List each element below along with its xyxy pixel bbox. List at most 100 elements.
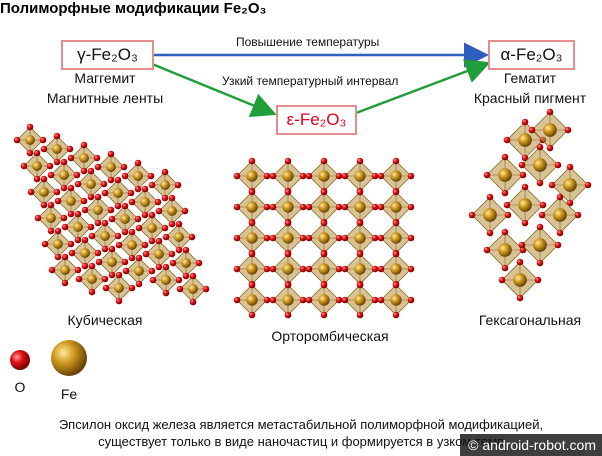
- oxygen-atom: [74, 210, 82, 218]
- oxygen-atom: [94, 193, 102, 201]
- iron-atom: [52, 144, 62, 154]
- alpha-phase-box: α-Fe₂O₃: [488, 40, 575, 70]
- legend-oxygen-atom: [10, 350, 30, 370]
- oxygen-atom: [407, 234, 415, 242]
- oxygen-atom: [34, 214, 42, 222]
- oxygen-atom: [356, 281, 364, 289]
- oxygen-atom: [175, 276, 183, 284]
- oxygen-atom: [134, 215, 142, 223]
- diagram-title: Полиморфные модификации Fe₂O₃: [0, 0, 267, 17]
- oxygen-atom: [87, 193, 95, 201]
- oxygen-atom: [468, 211, 476, 219]
- oxygen-atom: [114, 202, 122, 210]
- oxygen-atom: [88, 288, 96, 296]
- oxygen-atom: [54, 253, 62, 261]
- oxygen-atom: [67, 240, 75, 248]
- oxygen-atom: [47, 227, 55, 235]
- oxygen-atom: [269, 296, 277, 304]
- oxygen-atom: [13, 136, 21, 144]
- oxygen-atom: [100, 180, 108, 188]
- oxygen-atom: [483, 246, 491, 254]
- iron-atom: [563, 178, 577, 192]
- oxygen-atom: [176, 285, 184, 293]
- oxygen-atom: [501, 153, 509, 161]
- oxygen-atom: [107, 206, 115, 214]
- oxygen-atom: [162, 289, 170, 297]
- oxygen-atom: [269, 172, 277, 180]
- oxygen-atom: [371, 265, 379, 273]
- oxygen-atom: [161, 168, 169, 176]
- iron-atom: [59, 170, 69, 180]
- oxygen-atom: [108, 271, 116, 279]
- oxygen-atom: [233, 265, 241, 273]
- oxygen-atom: [546, 144, 554, 152]
- iron-atom: [354, 232, 366, 244]
- oxygen-atom: [94, 163, 102, 171]
- oxygen-atom: [269, 265, 277, 273]
- oxygen-atom: [88, 262, 96, 270]
- oxygen-atom: [534, 276, 542, 284]
- oxygen-atom: [284, 188, 292, 196]
- oxygen-atom: [128, 284, 136, 292]
- oxygen-atom: [356, 157, 364, 165]
- oxygen-atom: [135, 280, 143, 288]
- oxygen-atom: [188, 233, 196, 241]
- oxygen-atom: [407, 265, 415, 273]
- oxygen-atom: [26, 123, 34, 131]
- oxygen-atom: [121, 202, 129, 210]
- iron-atom: [39, 187, 49, 197]
- iron-atom: [354, 170, 366, 182]
- gamma-application: Магнитные ленты: [46, 90, 164, 106]
- gamma-phase-box: γ-Fe₂O₃: [61, 40, 154, 70]
- oxygen-atom: [121, 172, 129, 180]
- oxygen-atom: [174, 181, 182, 189]
- oxygen-atom: [248, 157, 256, 165]
- oxygen-atom: [66, 145, 74, 153]
- oxygen-atom: [101, 219, 109, 227]
- oxygen-atom: [81, 206, 89, 214]
- iron-atom: [25, 135, 35, 145]
- oxygen-atom: [182, 272, 190, 280]
- oxygen-atom: [536, 179, 544, 187]
- oxygen-atom: [60, 158, 68, 166]
- oxygen-atom: [40, 145, 48, 153]
- iron-atom: [318, 232, 330, 244]
- oxygen-atom: [305, 296, 313, 304]
- oxygen-atom: [554, 241, 562, 249]
- oxygen-atom: [284, 250, 292, 258]
- oxygen-atom: [536, 259, 544, 267]
- oxygen-atom: [284, 219, 292, 227]
- iron-atom: [181, 258, 191, 268]
- oxygen-atom: [67, 210, 75, 218]
- oxygen-atom: [503, 201, 511, 209]
- oxygen-atom: [335, 172, 343, 180]
- oxygen-atom: [182, 246, 190, 254]
- oxygen-atom: [521, 183, 529, 191]
- oxygen-atom: [54, 227, 62, 235]
- oxygen-atom: [80, 167, 88, 175]
- oxygen-atom: [46, 162, 54, 170]
- oxygen-atom: [26, 149, 34, 157]
- oxygen-atom: [299, 172, 307, 180]
- iron-atom: [80, 248, 90, 258]
- oxygen-atom: [155, 207, 163, 215]
- oxygen-atom: [101, 275, 109, 283]
- cubic-structure: [13, 123, 210, 306]
- iron-atom: [246, 294, 258, 306]
- oxygen-atom: [305, 203, 313, 211]
- oxygen-atom: [538, 211, 546, 219]
- oxygen-atom: [94, 249, 102, 257]
- oxygen-atom: [556, 229, 564, 237]
- oxygen-atom: [539, 201, 547, 209]
- oxygen-atom: [341, 234, 349, 242]
- iron-atom: [154, 249, 164, 259]
- oxygen-atom: [60, 214, 68, 222]
- iron-atom: [498, 168, 512, 182]
- oxygen-atom: [392, 188, 400, 196]
- oxygen-atom: [61, 223, 69, 231]
- oxygen-atom: [356, 188, 364, 196]
- oxygen-atom: [548, 181, 556, 189]
- cubic-label: Кубическая: [67, 312, 143, 328]
- oxygen-atom: [486, 193, 494, 201]
